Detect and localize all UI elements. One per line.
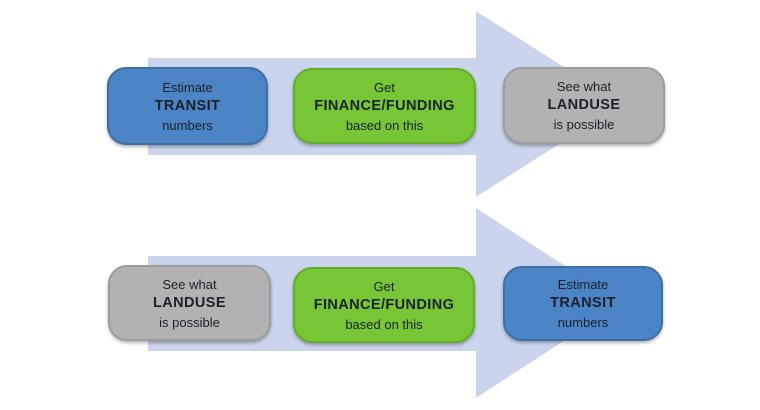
step-line-3: is possible	[553, 117, 615, 132]
step-line-2: LANDUSE	[547, 97, 621, 113]
step-box-finance-top: Get FINANCE/FUNDING based on this	[293, 68, 476, 144]
step-line-3: based on this	[345, 316, 423, 332]
step-line-1: See what	[556, 79, 612, 94]
step-line-2: FINANCE/FUNDING	[314, 97, 455, 114]
step-line-1: Estimate	[557, 277, 609, 292]
step-line-1: Get	[373, 278, 395, 294]
step-box-landuse-top: See what LANDUSE is possible	[503, 67, 665, 144]
step-line-2: TRANSIT	[154, 97, 221, 114]
step-line-3: numbers	[557, 315, 609, 330]
step-box-transit-top: Estimate TRANSIT numbers	[107, 67, 268, 145]
step-line-3: numbers	[162, 117, 213, 133]
step-line-2: TRANSIT	[550, 295, 616, 311]
step-box-transit-bottom: Estimate TRANSIT numbers	[503, 266, 663, 341]
step-line-3: based on this	[345, 117, 424, 133]
step-line-1: Estimate	[162, 79, 213, 95]
step-box-landuse-bottom: See what LANDUSE is possible	[108, 265, 271, 341]
step-line-1: Get	[374, 79, 395, 95]
step-box-finance-bottom: Get FINANCE/FUNDING based on this	[293, 267, 475, 343]
step-line-2: FINANCE/FUNDING	[313, 296, 455, 313]
step-line-3: is possible	[159, 314, 220, 330]
step-line-1: See what	[162, 276, 217, 292]
step-line-2: LANDUSE	[153, 294, 226, 311]
